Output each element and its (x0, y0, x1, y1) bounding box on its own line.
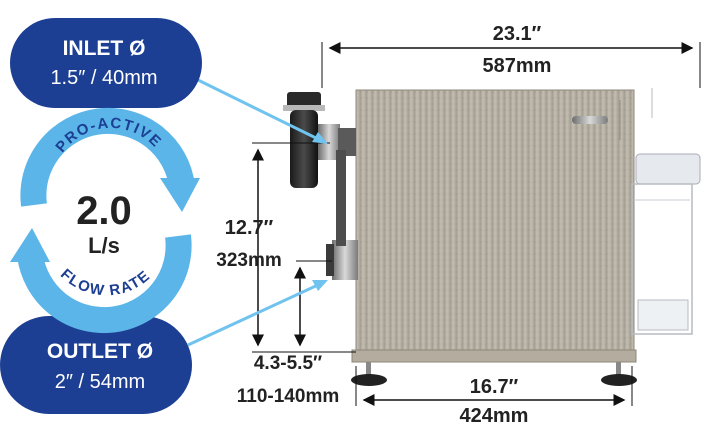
inlet-size: 1.5″ / 40mm (50, 67, 157, 89)
width-imperial: 23.1″ (493, 23, 542, 45)
flow-arrowhead-top (160, 178, 200, 212)
outlet-height-imperial: 4.3-5.5″ (254, 353, 322, 374)
tank-body (351, 89, 637, 363)
flow-rate-emblem: PRO-ACTIVE FLOW RATE 2.0 L/s (10, 107, 200, 334)
inlet-title: INLET Ø (63, 37, 146, 60)
tank-handle (572, 116, 608, 124)
flow-value: 2.0 (76, 189, 132, 233)
outlet-pointer-arrowhead (312, 280, 328, 291)
flow-arrowhead-bottom (10, 228, 50, 262)
flow-arrow-bottom (17, 234, 192, 334)
dim-width-line (321, 42, 701, 118)
height-metric: 323mm (216, 250, 282, 271)
base-width-imperial: 16.7″ (470, 376, 519, 398)
height-imperial: 12.7″ (225, 217, 274, 239)
width-metric: 587mm (483, 55, 552, 77)
side-basket (631, 153, 701, 335)
outlet-size: 2″ / 54mm (55, 371, 145, 393)
outlet-title: OUTLET Ø (47, 340, 153, 363)
dim-outlet-height-line (294, 260, 332, 347)
inlet-badge: INLET Ø 1.5″ / 40mm (10, 18, 202, 108)
inlet-pointer (197, 78, 321, 142)
tank-feet (351, 362, 637, 386)
flow-bottom-text: FLOW RATE (57, 266, 154, 300)
inlet-pointer-arrowhead (312, 132, 328, 144)
outlet-badge: OUTLET Ø 2″ / 54mm (0, 316, 192, 414)
outlet-pipe (326, 150, 358, 280)
outlet-height-metric: 110-140mm (237, 386, 339, 407)
outlet-pointer (187, 282, 321, 347)
flow-arrow-top (20, 107, 195, 207)
dim-base-width-line (355, 366, 633, 406)
flow-unit: L/s (88, 233, 120, 258)
base-width-metric: 424mm (460, 405, 529, 427)
